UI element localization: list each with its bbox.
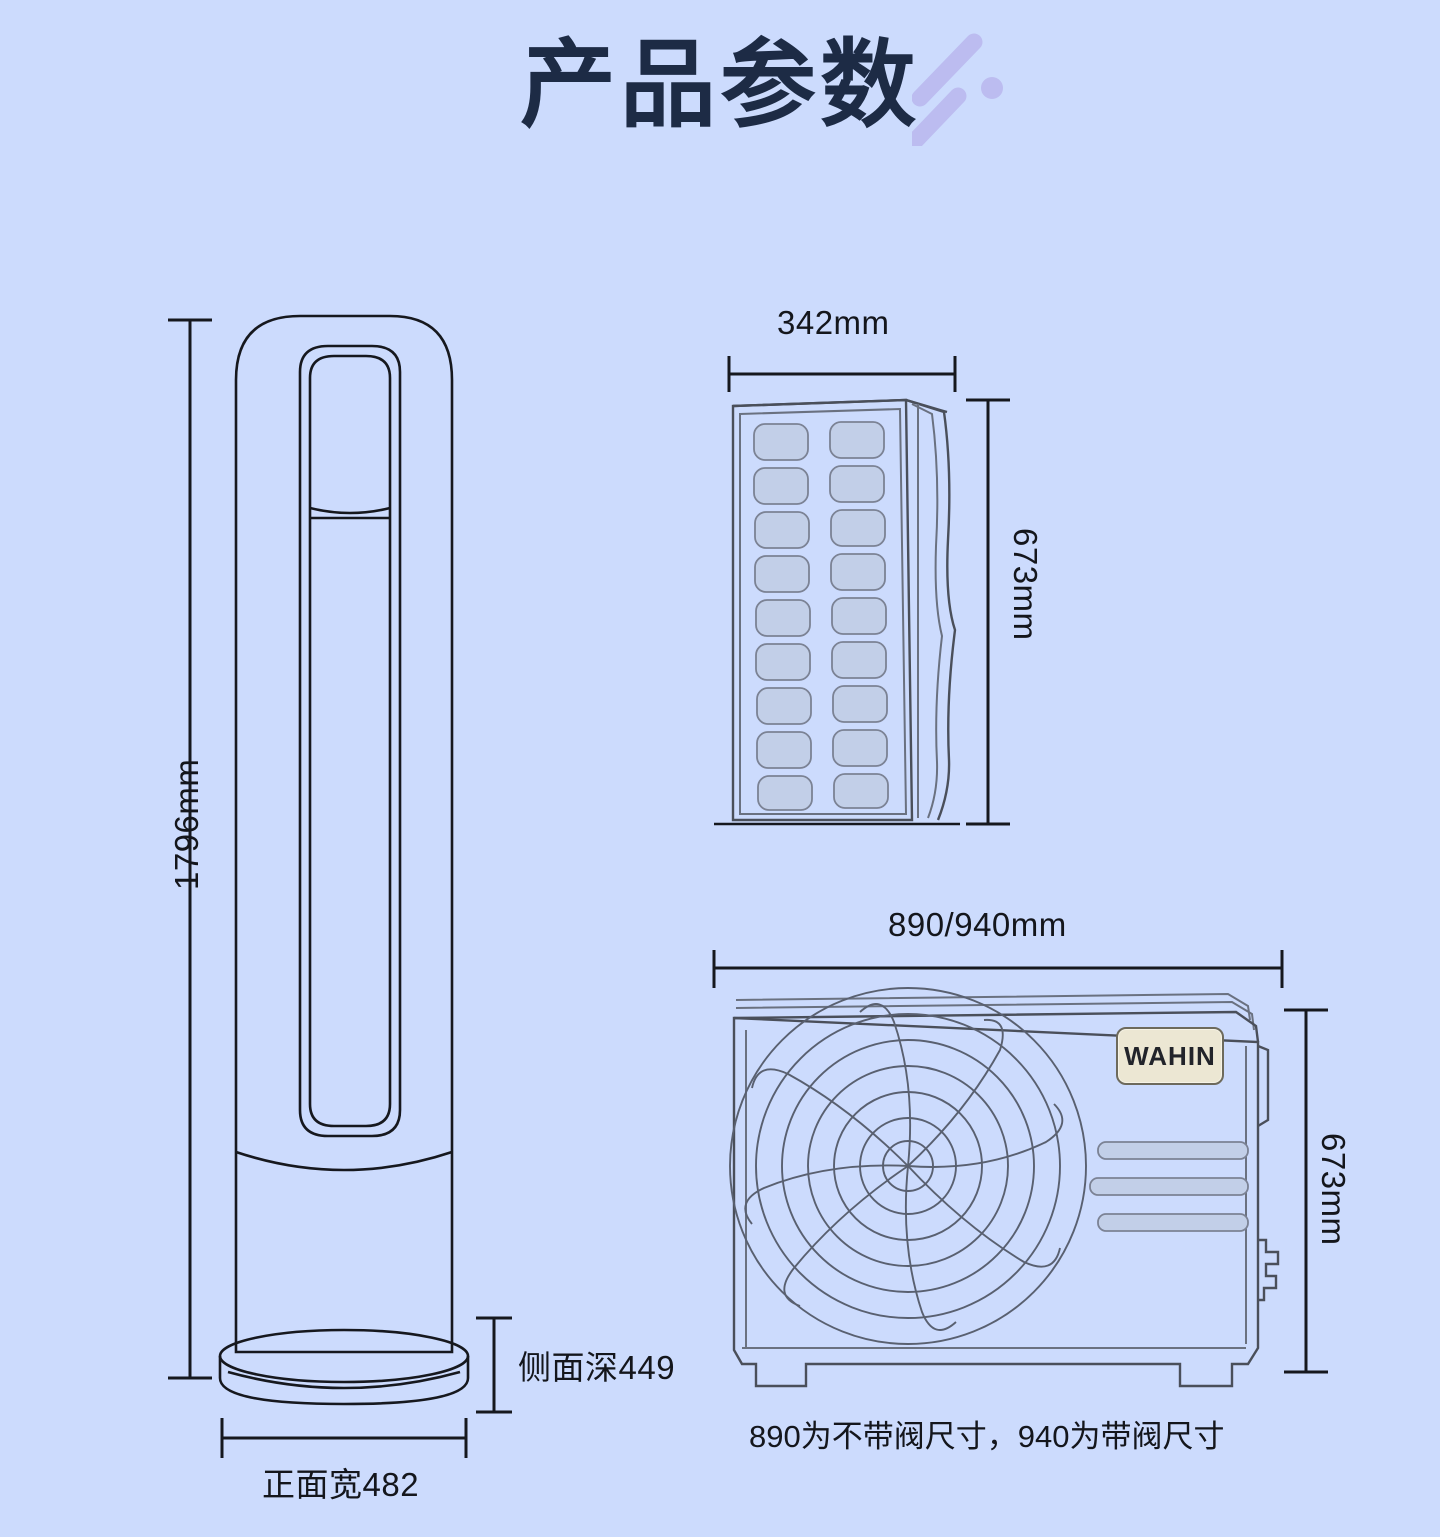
outdoor-side-width-label: 342mm — [777, 304, 890, 341]
indoor-unit-drawing — [218, 314, 470, 1406]
outdoor-side-width-dimension — [727, 356, 957, 392]
indoor-height-label: 1796mm — [168, 758, 205, 890]
outdoor-side-height-label: 673mm — [1007, 528, 1044, 641]
outdoor-front-height-label: 673mm — [1315, 1133, 1352, 1246]
page-title: 产品参数 — [520, 32, 920, 139]
outdoor-front-width-dimension — [712, 950, 1284, 988]
outdoor-side-view-drawing — [714, 398, 960, 826]
wahin-brand-badge: WAHIN — [1116, 1027, 1224, 1085]
indoor-front-width-label: 正面宽482 — [262, 1466, 420, 1503]
fan-grille — [729, 987, 1087, 1345]
outdoor-front-width-label: 890/940mm — [888, 906, 1067, 943]
outdoor-unit-valve-note: 890为不带阀尺寸，940为带阀尺寸 — [749, 1419, 1225, 1454]
indoor-width-dimension — [220, 1418, 468, 1458]
indoor-depth-dimension — [476, 1316, 512, 1414]
page-title-container: 产品参数 — [0, 28, 1440, 143]
outdoor-side-height-dimension — [966, 398, 1010, 826]
vent-slots — [1089, 1141, 1249, 1232]
indoor-side-depth-label: 侧面深449 — [518, 1349, 676, 1386]
